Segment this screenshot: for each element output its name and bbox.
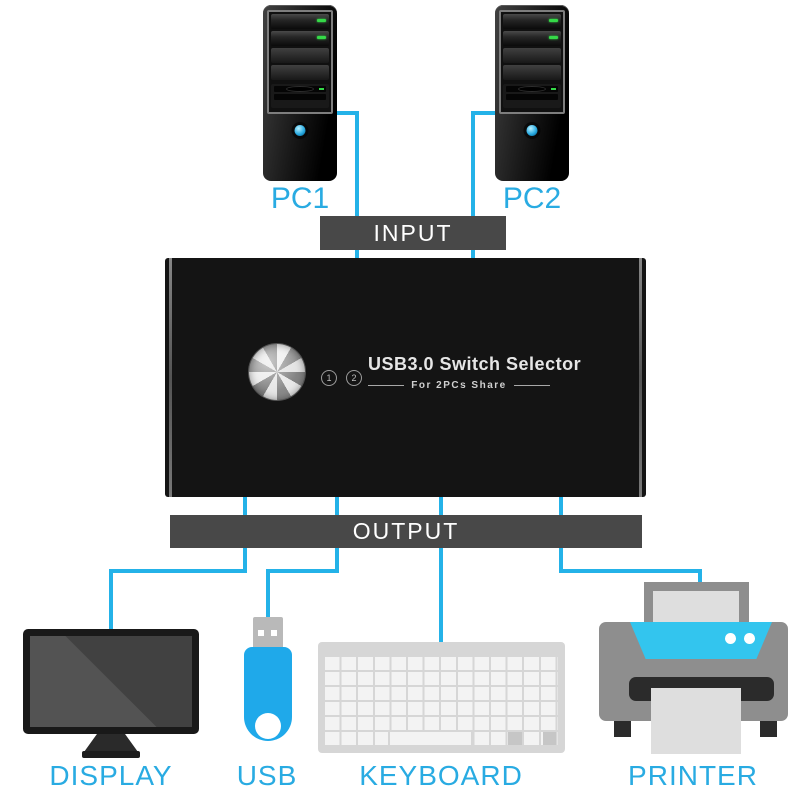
cable-keyboard [439, 490, 443, 644]
optical-drive-bay [503, 31, 561, 46]
selector-knob-icon [249, 344, 305, 400]
device-subtitle-row: For 2PCs Share [368, 380, 550, 391]
printer-tray-paper [653, 591, 739, 624]
cable-usb [266, 569, 270, 619]
usb-pin-hole [271, 630, 277, 636]
port-indicator-1: 1 [321, 370, 337, 386]
pc-tower-icon: PC2 [495, 5, 569, 215]
usb-pin-hole [258, 630, 264, 636]
usb-drive-connector [253, 617, 283, 648]
drive-eject [519, 87, 545, 91]
power-button-icon [294, 125, 306, 136]
drive-slot [506, 86, 558, 92]
usb-drive-icon [244, 647, 292, 741]
drive-led [317, 19, 326, 22]
floppy-drive [503, 84, 561, 108]
cable-pc2 [471, 111, 497, 115]
tower-front-panel [267, 10, 333, 114]
cable-printer [698, 569, 702, 585]
input-bar: INPUT [320, 216, 506, 250]
optical-drive-bay [271, 14, 329, 29]
pc1-label: PC1 [270, 182, 330, 215]
drive-bay [271, 48, 329, 63]
printer-output-paper [651, 688, 741, 754]
divider [368, 385, 405, 386]
monitor-screen [30, 636, 192, 727]
printer-top-panel [630, 622, 772, 659]
printer-icon [599, 622, 788, 754]
cable-pc1 [355, 111, 359, 261]
output-bar: OUTPUT [170, 515, 642, 548]
optical-drive-bay [271, 31, 329, 46]
port-indicator-2: 2 [346, 370, 362, 386]
monitor-stand [84, 734, 138, 752]
cable-usb [266, 569, 339, 573]
drive-slot [274, 94, 326, 100]
drive-slot [274, 86, 326, 92]
monitor-base [82, 751, 140, 758]
input-bar-label: INPUT [373, 219, 453, 246]
monitor-bezel [23, 629, 199, 734]
divider [513, 385, 550, 386]
device-title: USB3.0 Switch Selector [368, 354, 582, 374]
printer-foot [614, 718, 631, 737]
usb-drive-loop [255, 713, 281, 739]
drive-led [549, 36, 558, 39]
printer-button [725, 633, 736, 644]
output-bar-label: OUTPUT [352, 518, 460, 544]
printer-button [744, 633, 755, 644]
monitor-icon [23, 629, 199, 759]
drive-bay [503, 65, 561, 80]
keyboard-label: KEYBOARD [359, 760, 523, 791]
floppy-drive [271, 84, 329, 108]
device-subtitle: For 2PCs Share [411, 380, 507, 391]
printer-label: PRINTER [628, 760, 758, 791]
drive-bay [503, 48, 561, 63]
cable-display [109, 569, 247, 573]
drive-bay [271, 65, 329, 80]
optical-drive-bay [503, 14, 561, 29]
cable-pc1 [330, 111, 359, 115]
printer-foot [760, 718, 777, 737]
drive-led [319, 88, 324, 90]
display-label: DISPLAY [49, 760, 173, 791]
cable-printer [559, 569, 702, 573]
drive-eject [287, 87, 313, 91]
cable-display [109, 569, 113, 631]
keyboard-key [508, 732, 522, 745]
drive-led [551, 88, 556, 90]
keyboard-spacebar [390, 732, 471, 745]
drive-led [549, 19, 558, 22]
pc2-label: PC2 [502, 182, 562, 215]
keyboard-key [543, 732, 556, 745]
usb-switch-device: 1 2 USB3.0 Switch Selector For 2PCs Shar… [165, 258, 646, 497]
power-button-icon [526, 125, 538, 136]
keyboard-icon [318, 642, 565, 753]
cable-pc2 [471, 111, 475, 261]
tower-front-panel [499, 10, 565, 114]
drive-led [317, 36, 326, 39]
usb-label: USB [236, 760, 298, 791]
pc-tower-icon: PC1 [263, 5, 337, 215]
drive-slot [506, 94, 558, 100]
